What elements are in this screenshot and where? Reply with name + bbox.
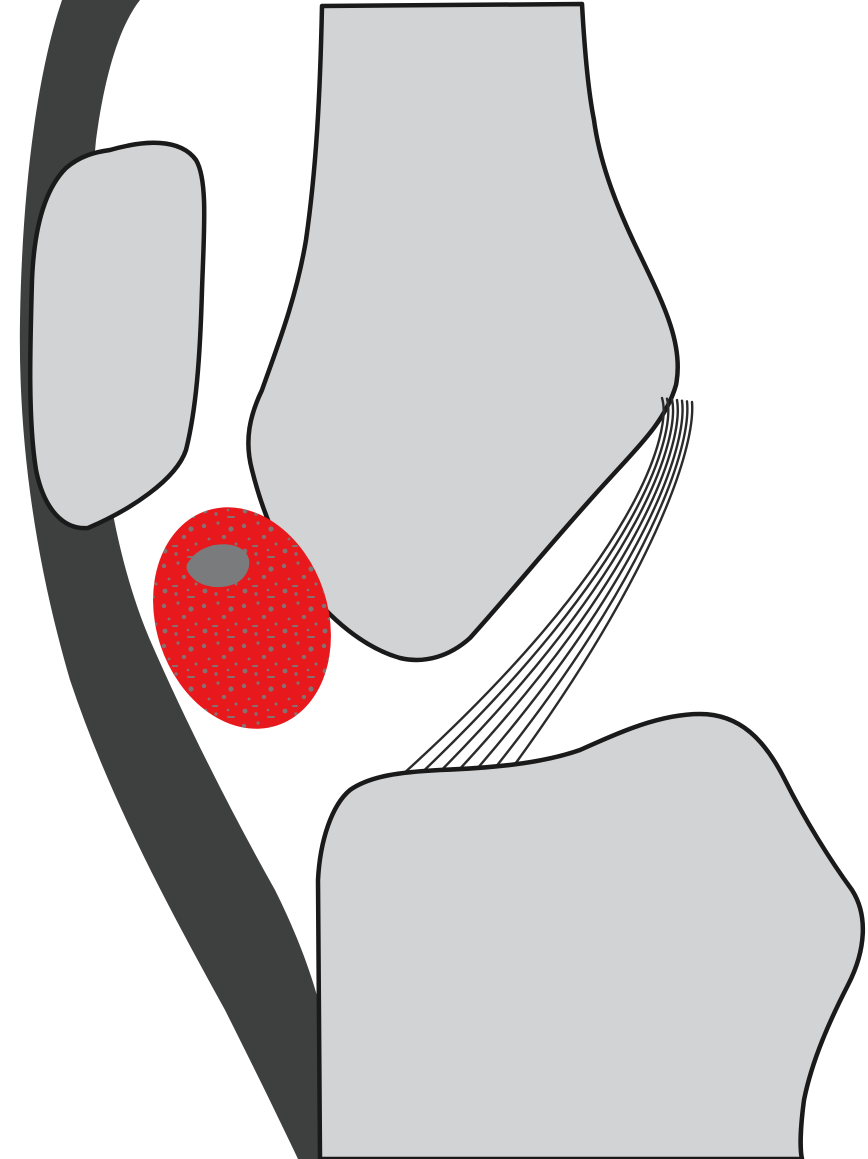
tibia	[318, 714, 863, 1159]
patella	[30, 143, 204, 528]
